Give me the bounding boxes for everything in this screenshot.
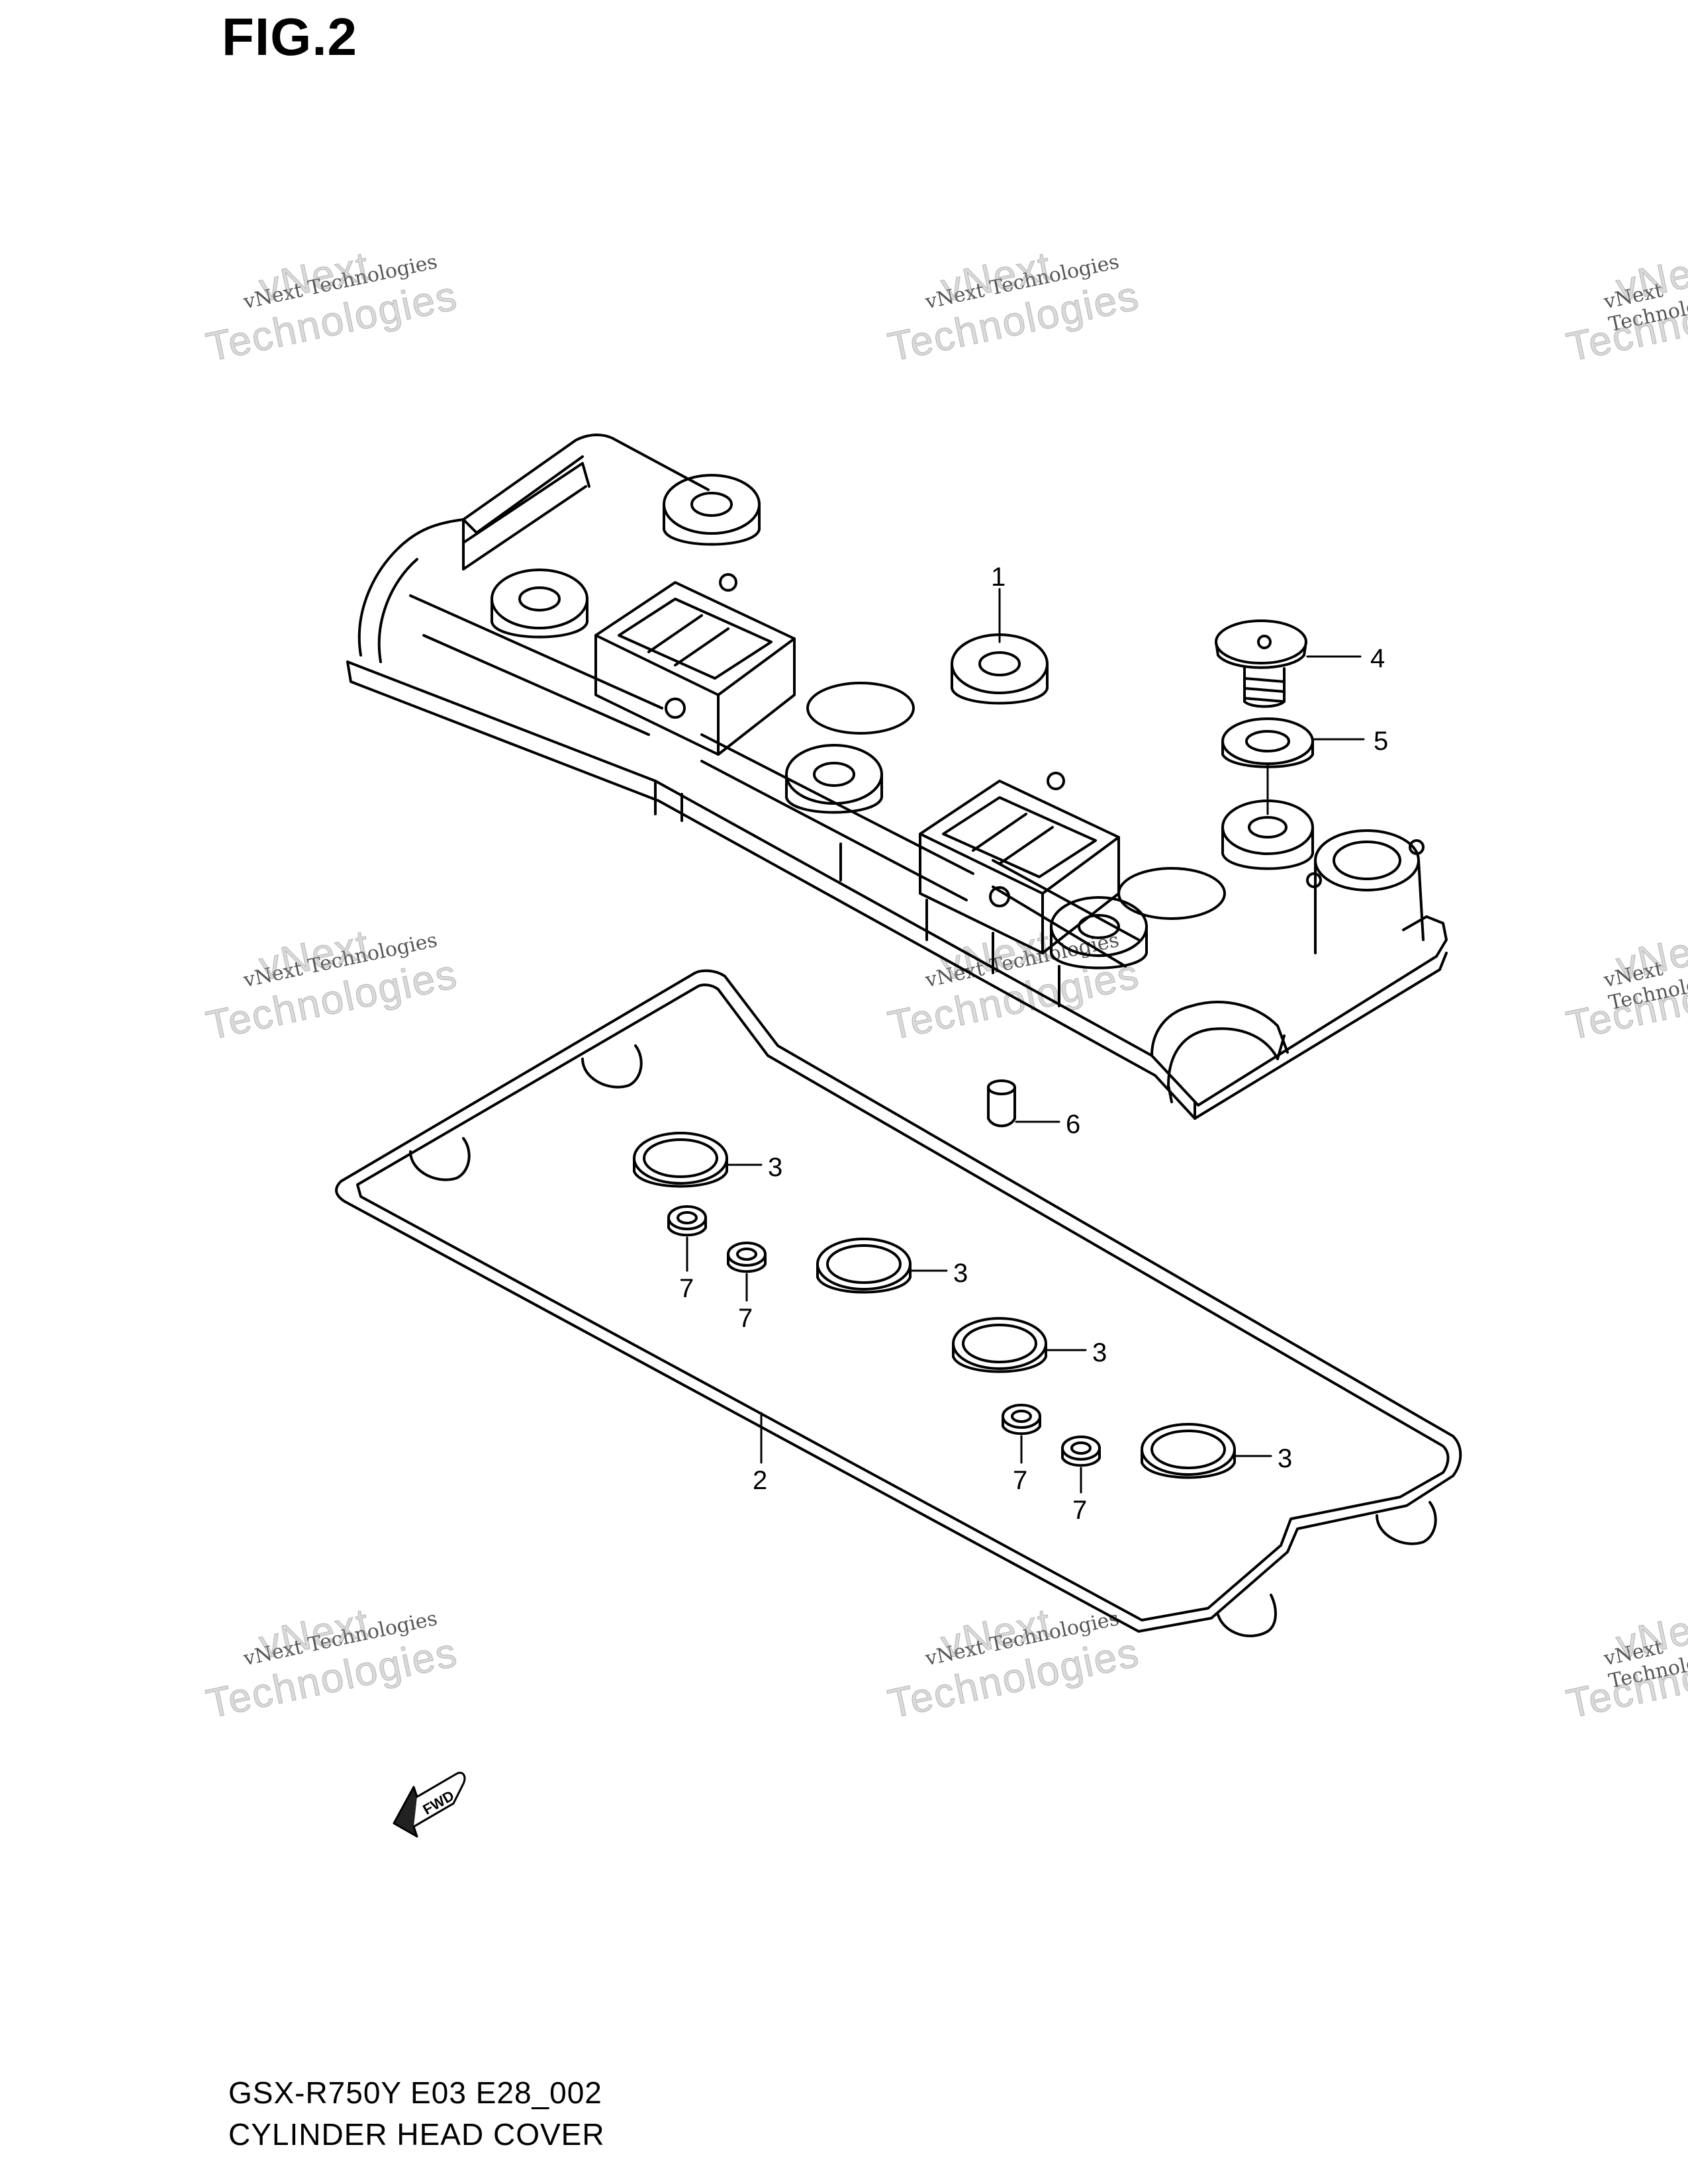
- part-name: CYLINDER HEAD COVER: [228, 2117, 605, 2152]
- callout-6: 6: [1066, 1110, 1080, 1139]
- callout-4: 4: [1370, 644, 1385, 673]
- small-washer: [1061, 1435, 1101, 1467]
- model-code: GSX-R750Y E03 E28_002: [228, 2075, 602, 2110]
- plug-hole-seal: [816, 1238, 912, 1294]
- plug-hole-seal: [952, 1317, 1047, 1373]
- callout-3: 3: [953, 1259, 968, 1288]
- callout-2: 2: [753, 1466, 767, 1495]
- grommet-part-5: [1221, 717, 1314, 768]
- callout-3: 3: [1278, 1444, 1292, 1473]
- head-cover-gasket: [335, 969, 1462, 1637]
- callout-1: 1: [991, 563, 1006, 592]
- callout-7: 7: [1013, 1466, 1027, 1495]
- bolt-part-4: [1215, 619, 1307, 708]
- callout-7: 7: [738, 1304, 753, 1333]
- plug-hole-seal: [633, 1132, 728, 1188]
- small-washer: [727, 1242, 767, 1273]
- leader-lines: [686, 588, 1365, 1494]
- fwd-arrow-icon: FWD: [393, 1772, 466, 1838]
- callout-7: 7: [679, 1274, 694, 1303]
- callouts: 1 4 5 6 3 3 3 3 7 7 7 7 2: [679, 563, 1388, 1525]
- figure-title: FIG.2: [222, 7, 358, 66]
- cylinder-head-cover: [346, 433, 1448, 1120]
- small-washer: [1002, 1404, 1041, 1435]
- callout-5: 5: [1374, 727, 1388, 756]
- callout-7: 7: [1072, 1496, 1087, 1525]
- callout-3: 3: [1092, 1338, 1107, 1367]
- bushing-part-6: [987, 1079, 1016, 1128]
- callout-3: 3: [768, 1153, 782, 1182]
- small-washer: [667, 1205, 707, 1237]
- plug-hole-seal: [1141, 1423, 1236, 1479]
